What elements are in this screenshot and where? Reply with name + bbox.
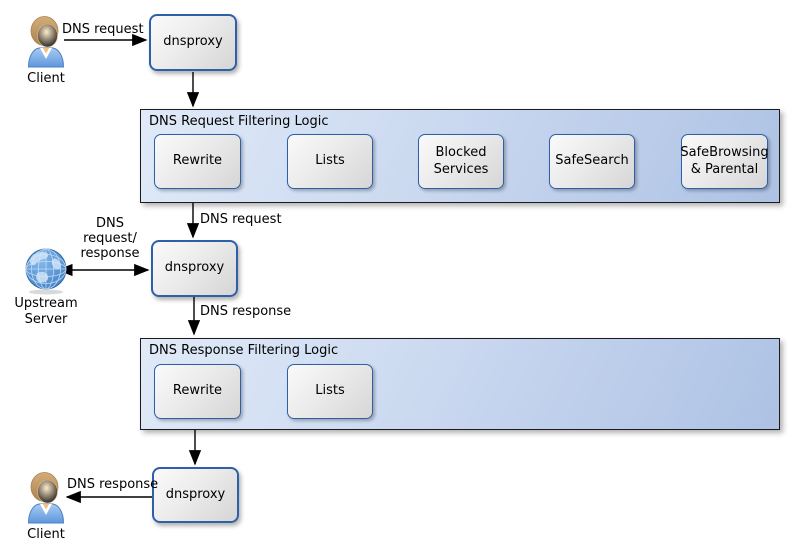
- upstream-server-label: Upstream Server: [6, 296, 86, 328]
- response-filter-title: DNS Response Filtering Logic: [149, 343, 339, 358]
- step-rewrite-response-label: Rewrite: [172, 383, 223, 399]
- step-safesearch-label: SafeSearch: [555, 153, 629, 169]
- globe-shadow: [29, 289, 63, 295]
- step-lists-request-label: Lists: [315, 153, 345, 169]
- step-blocked-services: Blocked Services: [418, 134, 504, 189]
- client-face: [37, 23, 58, 48]
- request-filter-title: DNS Request Filtering Logic: [149, 114, 329, 129]
- step-lists-response: Lists: [287, 364, 373, 419]
- client-bottom-label: Client: [27, 527, 65, 542]
- step-lists-request: Lists: [287, 134, 373, 189]
- dnsproxy-top-label: dnsproxy: [163, 34, 223, 50]
- upstream-label-line1: Upstream: [14, 296, 78, 311]
- step-safesearch: SafeSearch: [549, 134, 635, 189]
- edge-label-request-into-proxy: DNS request: [200, 212, 282, 227]
- edge-label-upstream-exchange: DNS request/ response: [72, 216, 148, 261]
- edge-label-response-from-proxy: DNS response: [200, 304, 292, 319]
- dnsproxy-middle-node: dnsproxy: [151, 240, 238, 297]
- step-safebrowsing-parental: SafeBrowsing & Parental: [680, 134, 769, 189]
- edge-label-client-request: DNS request: [62, 22, 144, 37]
- client-neck: [42, 48, 50, 54]
- client-face: [37, 479, 58, 504]
- edge-label-response-to-client: DNS response: [67, 477, 159, 492]
- upstream-exchange-line2: request/: [83, 231, 137, 246]
- client-top-label: Client: [27, 71, 65, 86]
- dnsproxy-bottom-label: dnsproxy: [165, 486, 226, 502]
- dnsproxy-middle-label: dnsproxy: [164, 260, 225, 276]
- step-rewrite-response: Rewrite: [154, 364, 241, 419]
- response-filter-group: DNS Response Filtering Logic Rewrite Lis…: [140, 338, 780, 430]
- step-safebrowsing-parental-label: SafeBrowsing & Parental: [680, 145, 769, 177]
- step-rewrite-request: Rewrite: [154, 134, 241, 189]
- step-lists-response-label: Lists: [315, 383, 345, 399]
- client-neck: [42, 504, 50, 510]
- globe-grid: [25, 248, 67, 290]
- client-bottom-icon: [27, 472, 65, 524]
- client-icon: [27, 16, 65, 68]
- dnsproxy-bottom-node: dnsproxy: [152, 467, 239, 523]
- upstream-exchange-line1: DNS: [96, 216, 124, 231]
- request-filter-group: DNS Request Filtering Logic Rewrite List…: [140, 109, 780, 203]
- dnsproxy-top-node: dnsproxy: [149, 14, 237, 71]
- upstream-exchange-line3: response: [80, 246, 140, 261]
- upstream-label-line2: Server: [24, 312, 68, 327]
- step-rewrite-request-label: Rewrite: [172, 153, 223, 169]
- step-blocked-services-label: Blocked Services: [433, 145, 489, 177]
- upstream-server-icon: [25, 248, 67, 295]
